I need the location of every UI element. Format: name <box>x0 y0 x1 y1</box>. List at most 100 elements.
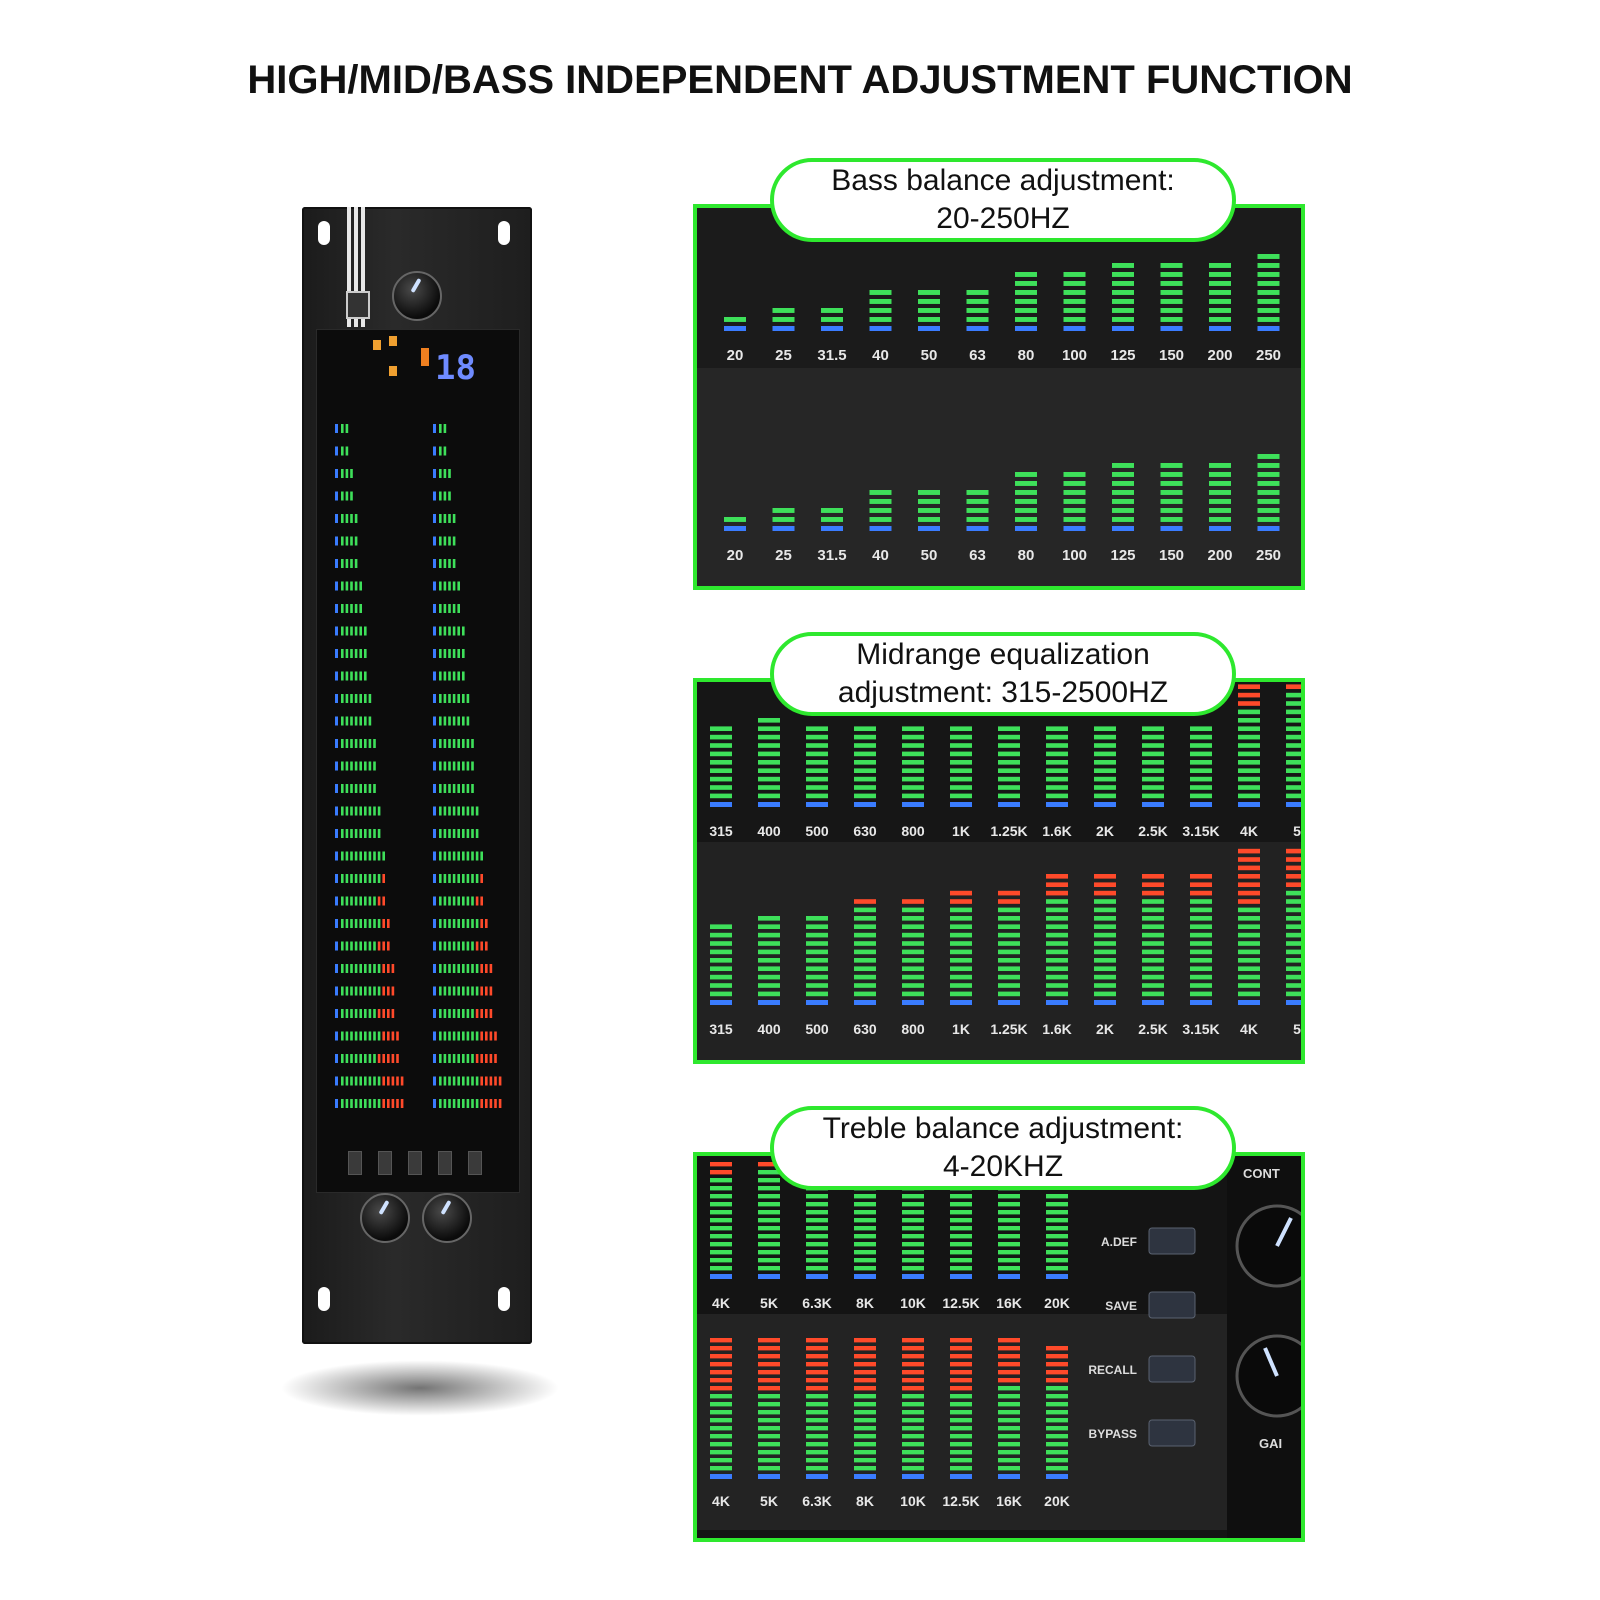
led-segment <box>1094 785 1116 790</box>
led-segment <box>902 760 924 765</box>
led-segment <box>364 626 367 636</box>
led-segment <box>457 986 460 996</box>
led-segment <box>918 299 940 304</box>
led-segment <box>466 964 470 973</box>
led-segment <box>806 1258 828 1263</box>
led-segment <box>902 768 924 774</box>
led-segment <box>806 760 828 765</box>
band-label: 8K <box>856 1493 874 1509</box>
device-button[interactable] <box>438 1151 452 1175</box>
device-button[interactable] <box>468 1151 482 1175</box>
led-segment <box>758 983 780 988</box>
led-segment <box>1063 326 1086 331</box>
band-label: 630 <box>853 1021 877 1037</box>
led-segment <box>998 751 1020 757</box>
led-segment <box>480 964 483 973</box>
led-segment <box>485 941 488 951</box>
device-button[interactable] <box>408 1151 422 1175</box>
panel-button[interactable] <box>1148 1291 1196 1319</box>
led-segment <box>854 743 876 748</box>
led-segment <box>806 785 828 790</box>
led-segment <box>918 517 940 522</box>
led-segment <box>475 919 479 928</box>
led-segment <box>364 716 367 726</box>
led-segment <box>345 1054 349 1063</box>
bass-callout: Bass balance adjustment: 20-250HZ <box>770 158 1236 242</box>
led-segment <box>772 526 795 531</box>
led-segment <box>350 1076 353 1086</box>
led-segment <box>806 1434 828 1439</box>
led-segment <box>480 874 483 883</box>
led-segment <box>758 751 780 757</box>
led-segment <box>452 649 456 658</box>
led-segment <box>341 761 344 771</box>
band-label: 125 <box>1110 547 1135 564</box>
led-segment <box>854 1402 876 1407</box>
led-segment <box>902 1234 924 1239</box>
led-segment <box>902 966 924 972</box>
led-segment <box>1190 932 1212 938</box>
led-segment <box>1238 718 1260 723</box>
led-segment <box>391 964 395 973</box>
band-label: 31.5 <box>817 547 846 564</box>
led-segment <box>1094 966 1116 972</box>
led-segment <box>1094 932 1116 938</box>
led-segment <box>452 581 456 591</box>
device-screen: 18 <box>316 329 520 1193</box>
panel-button[interactable] <box>1148 1355 1196 1383</box>
led-segment <box>1094 958 1116 963</box>
band-label: 500 <box>805 1021 829 1037</box>
led-segment <box>710 1474 732 1479</box>
led-segment <box>1238 966 1260 972</box>
led-segment <box>806 1426 828 1431</box>
led-segment <box>854 1346 876 1351</box>
led-segment <box>452 604 456 613</box>
led-segment <box>854 1274 876 1279</box>
led-segment <box>359 671 362 681</box>
led-segment <box>1238 890 1260 896</box>
led-segment <box>854 1394 876 1399</box>
led-segment <box>758 924 780 930</box>
led-segment <box>758 1386 780 1391</box>
gain-knob-icon[interactable] <box>392 271 442 321</box>
panel-button[interactable] <box>1148 1419 1196 1447</box>
band-label: 315 <box>709 823 733 839</box>
led-segment <box>1257 517 1280 522</box>
led-segment <box>1257 454 1280 459</box>
control-knob-icon[interactable] <box>360 1193 410 1243</box>
led-segment <box>368 806 372 816</box>
led-segment <box>758 1266 780 1271</box>
led-segment <box>1046 1000 1068 1005</box>
led-segment <box>1238 924 1260 930</box>
led-segment <box>1046 793 1068 799</box>
led-segment <box>373 1031 376 1041</box>
control-knob-icon[interactable] <box>422 1193 472 1243</box>
led-segment <box>335 559 338 568</box>
band-label: 2K <box>1096 1021 1114 1037</box>
led-segment <box>710 768 732 774</box>
band-label: 16K <box>996 1295 1022 1311</box>
gain-knob-icon[interactable] <box>1235 1334 1301 1418</box>
led-segment <box>1046 916 1068 921</box>
band-label: 25 <box>775 547 792 564</box>
led-segment <box>1046 1386 1068 1391</box>
panel-button[interactable] <box>1148 1227 1196 1255</box>
band-label: 20K <box>1044 1295 1070 1311</box>
led-segment <box>457 1099 460 1108</box>
led-segment <box>433 986 436 996</box>
led-segment <box>480 919 483 928</box>
device-button[interactable] <box>378 1151 392 1175</box>
led-segment <box>368 919 372 928</box>
led-segment <box>1286 899 1301 904</box>
led-segment <box>448 919 451 928</box>
control-knob-icon[interactable] <box>1235 1204 1301 1288</box>
led-segment <box>443 1009 447 1018</box>
led-segment <box>439 469 442 478</box>
led-segment <box>710 924 732 930</box>
usb-port-icon[interactable] <box>346 291 370 319</box>
led-segment <box>373 964 376 973</box>
led-segment <box>1286 684 1301 690</box>
device-button[interactable] <box>348 1151 362 1175</box>
led-segment <box>341 1031 344 1041</box>
led-segment <box>443 671 447 681</box>
